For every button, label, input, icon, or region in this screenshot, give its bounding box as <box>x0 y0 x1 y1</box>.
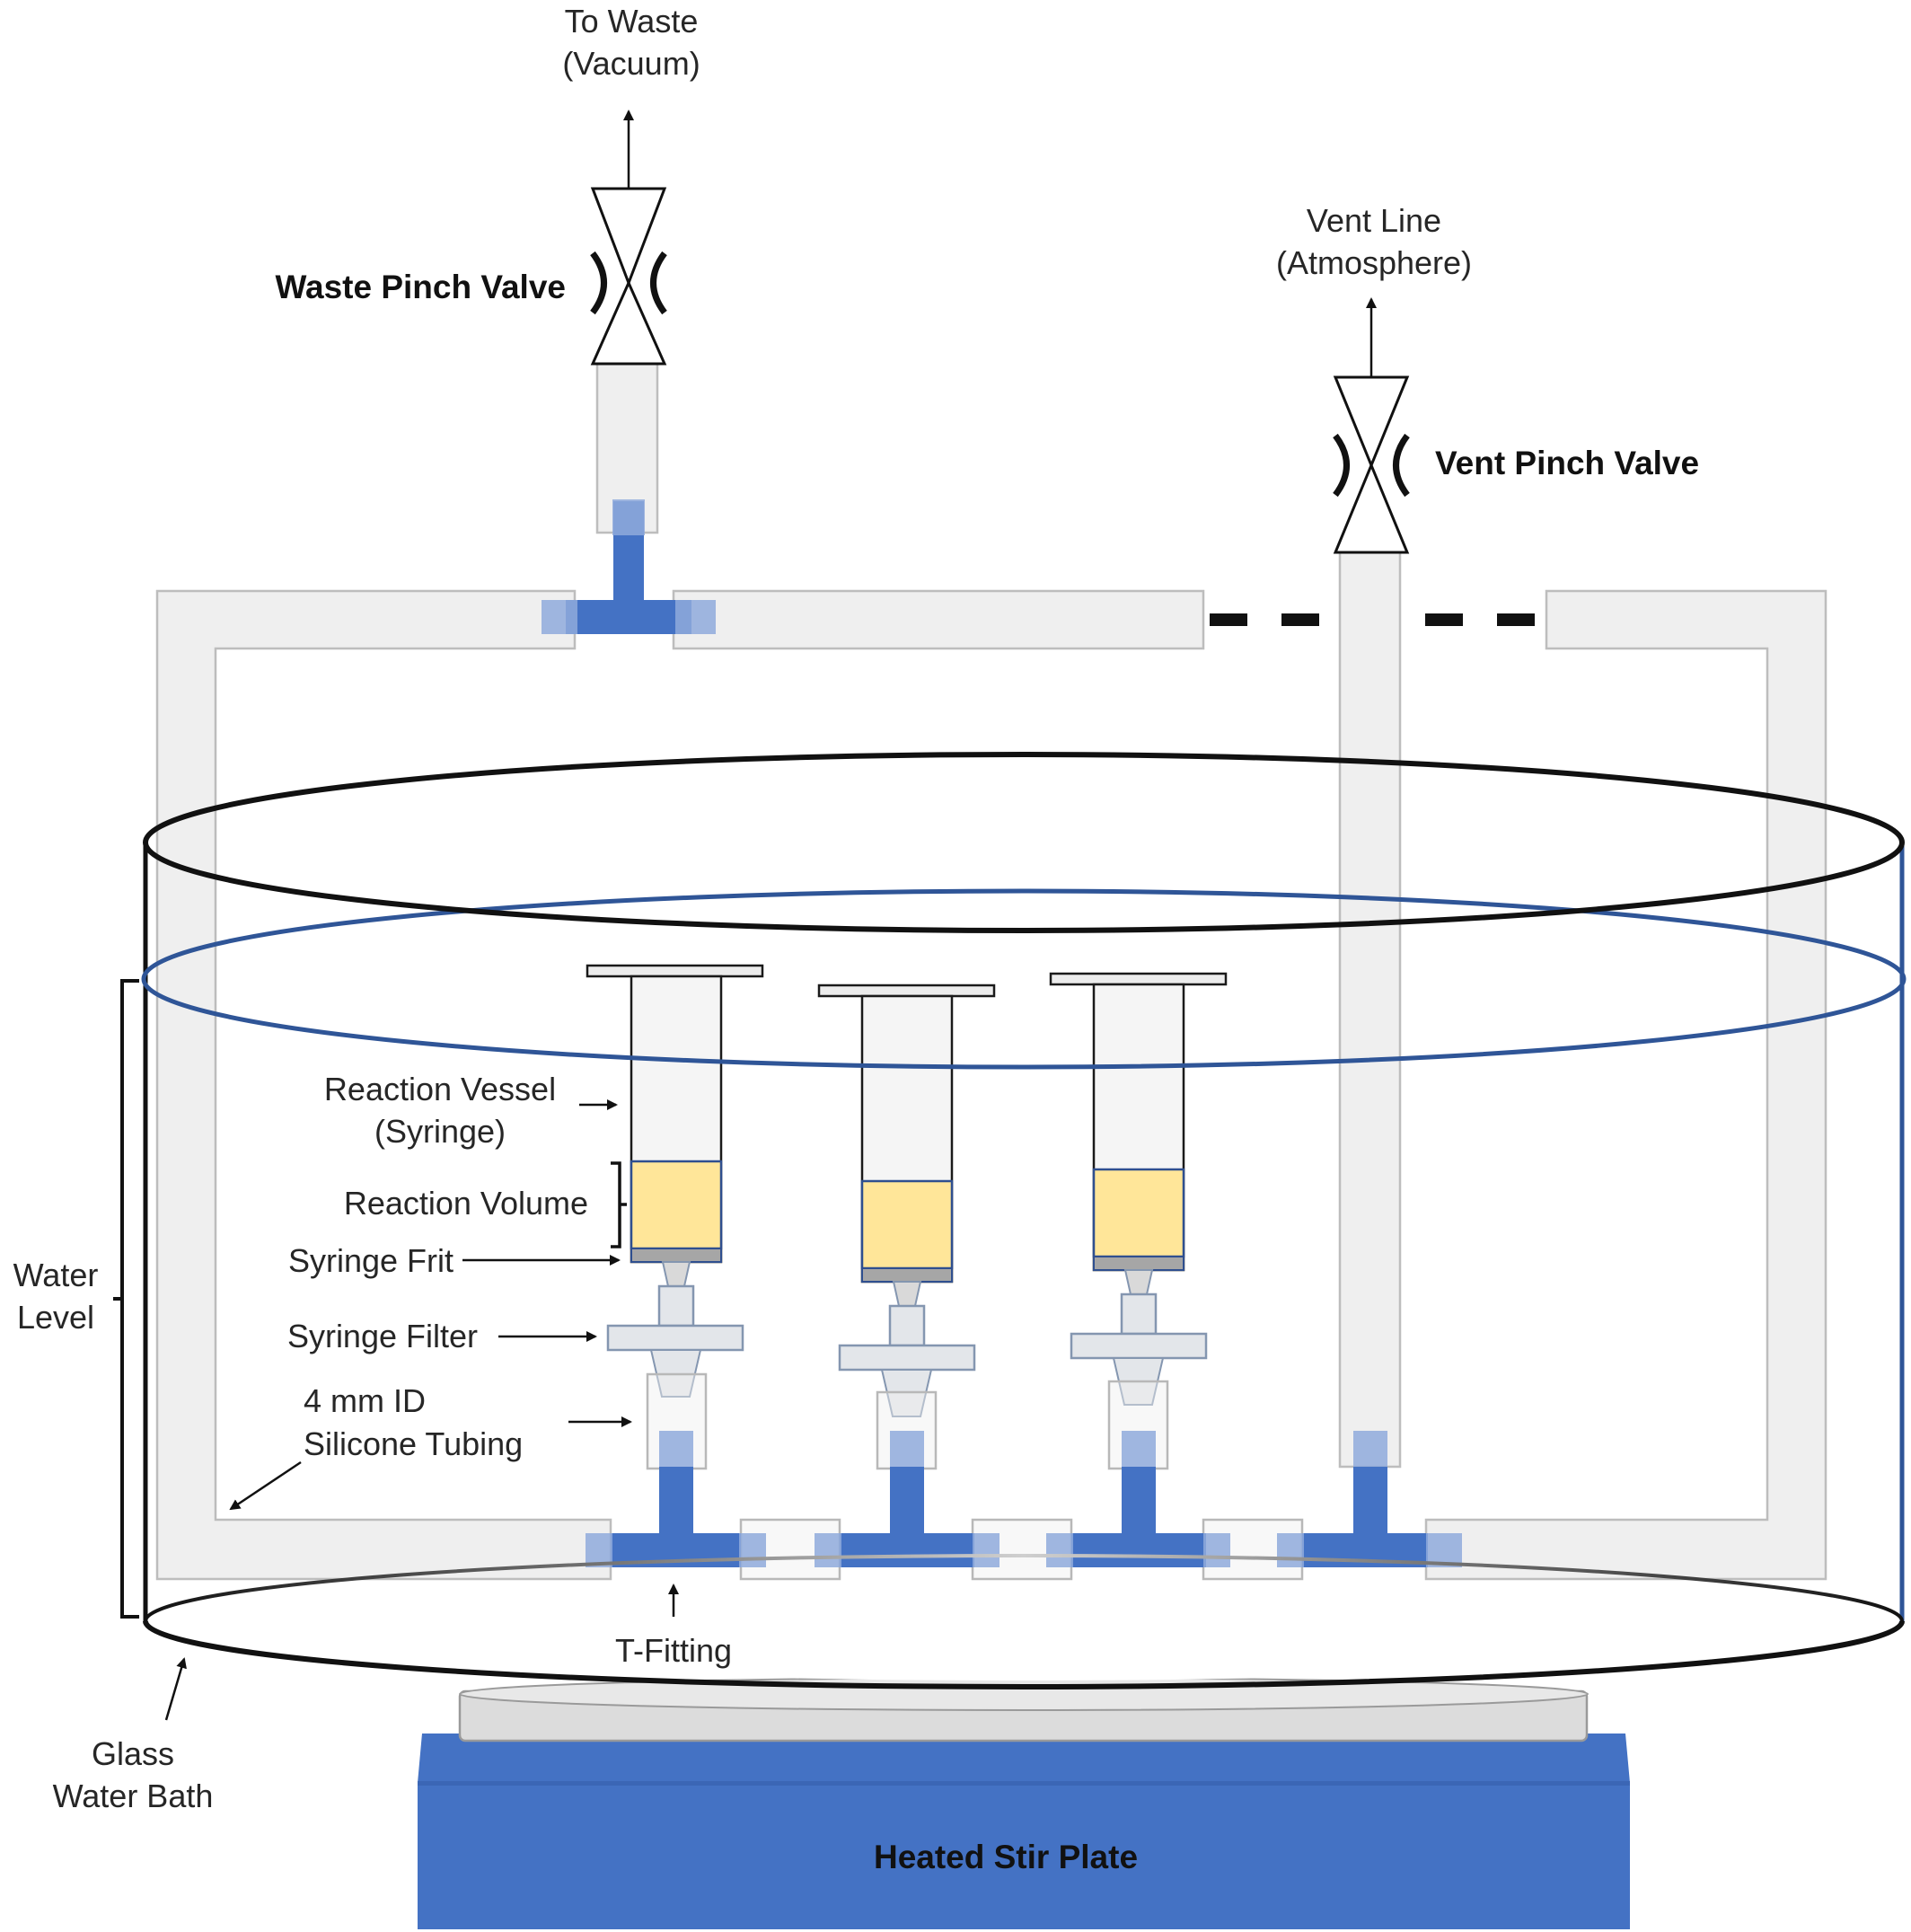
t-fitting <box>1122 1467 1156 1534</box>
vent-line-label: Vent Line <box>1307 202 1441 239</box>
waste-pinch-valve-label: Waste Pinch Valve <box>275 269 566 305</box>
syringe-frit-label: Syringe Frit <box>288 1242 454 1279</box>
reaction-vessel-syringe-1 <box>586 964 764 1470</box>
tubing-sublabel: Silicone Tubing <box>304 1425 523 1462</box>
syringe-filter-label: Syringe Filter <box>287 1318 478 1354</box>
vent-line <box>1338 551 1402 1469</box>
reaction-vessel-label: Reaction Vessel <box>324 1071 556 1107</box>
glass-water-bath-sublabel: Water Bath <box>53 1778 214 1814</box>
vent-line-sublabel: (Atmosphere) <box>1276 244 1472 281</box>
bath-bottom-rim <box>143 1620 1905 1689</box>
syringe-filter <box>606 1324 744 1352</box>
syringe-frit <box>1093 1256 1184 1271</box>
t-fitting-label: T-Fitting <box>615 1632 732 1669</box>
reaction-volume-liquid <box>630 1160 723 1250</box>
top-right-tubing <box>672 589 1205 650</box>
heated-stir-plate: Heated Stir Plate <box>418 1677 1630 1929</box>
water-level-label: Water <box>13 1257 99 1293</box>
reaction-vessel-syringe-2 <box>817 984 996 1470</box>
reaction-volume-liquid <box>1092 1168 1185 1258</box>
arrow-icon <box>229 1460 302 1511</box>
glass-water-bath-label: Glass <box>92 1735 174 1772</box>
arrow-icon <box>164 1657 187 1721</box>
heated-stir-plate-label: Heated Stir Plate <box>874 1839 1138 1875</box>
t-fitting <box>890 1467 924 1534</box>
waste-pinch-valve[interactable] <box>590 187 667 366</box>
syringe-frit <box>861 1267 953 1283</box>
syringe-frit <box>630 1248 722 1263</box>
vent-t-fitting <box>1353 1467 1387 1534</box>
reaction-volume-brace <box>611 1161 621 1248</box>
vent-line-tubing <box>1338 551 1402 1469</box>
reaction-vessel-syringe-3 <box>1049 972 1228 1470</box>
syringe-filter <box>1070 1332 1208 1360</box>
to-waste-sublabel: (Vacuum) <box>562 45 700 82</box>
glass-water-bath <box>143 842 1905 1681</box>
bath-top-rim <box>143 752 1905 933</box>
bottom-manifold <box>586 1431 1462 1581</box>
t-fitting <box>659 1467 693 1534</box>
reaction-volume-label: Reaction Volume <box>344 1185 588 1222</box>
syringe-filter <box>838 1344 976 1372</box>
vent-pinch-valve-label: Vent Pinch Valve <box>1435 445 1699 481</box>
upper-manifold <box>155 362 1827 1581</box>
to-waste-label: To Waste <box>565 3 699 40</box>
tubing-label: 4 mm ID <box>304 1382 426 1419</box>
right-frame-tubing <box>1424 589 1827 1581</box>
water-level-sublabel: Level <box>17 1299 94 1336</box>
reaction-vessel-sublabel: (Syringe) <box>374 1113 506 1150</box>
reaction-volume-liquid <box>860 1179 954 1270</box>
vent-pinch-valve[interactable] <box>1333 375 1410 554</box>
water-level-line <box>141 888 1907 1070</box>
water-level-brace <box>120 979 139 1619</box>
